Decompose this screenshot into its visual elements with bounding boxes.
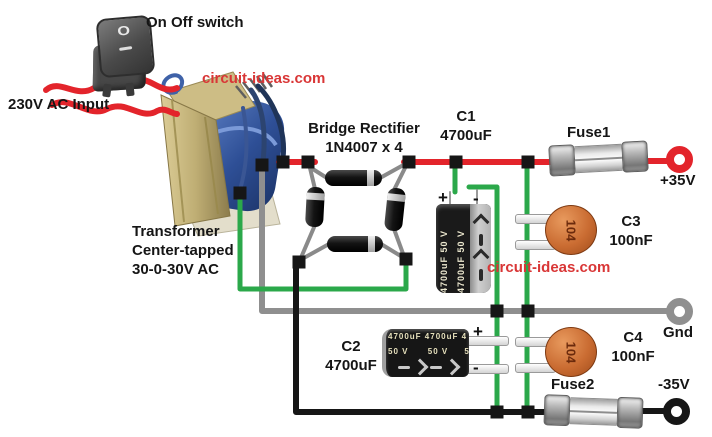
switch-pin <box>125 82 135 97</box>
c2-lead <box>465 336 509 346</box>
c1-value: 4700uF <box>440 127 492 144</box>
bridge-label-line2: 1N4007 x 4 <box>325 139 403 156</box>
c2-marking-row1: 4700uF 4700uF 4 <box>388 332 468 341</box>
c2-value: 4700uF <box>325 357 377 374</box>
transformer-label-line3: 30-0-30V AC <box>132 261 219 278</box>
negative-output-label: -35V <box>658 376 690 393</box>
switch-on-marking <box>119 45 133 51</box>
transformer-label-line1: Transformer <box>132 223 220 240</box>
ac-neutral-wire <box>49 99 180 117</box>
diode-bottom <box>327 236 383 252</box>
positive-output-label: +35V <box>660 172 696 189</box>
ground-output-label: Gnd <box>663 324 693 341</box>
c1-designator: C1 <box>456 108 476 125</box>
switch-label: On Off switch <box>146 14 244 31</box>
c3-label: C3 100nF <box>598 212 664 250</box>
c1-marking: 4700uF 50 V <box>456 229 466 293</box>
diode-left <box>304 186 326 228</box>
c2-label: C2 4700uF <box>316 337 386 375</box>
ground-terminal-ring <box>666 298 693 325</box>
fuse1-component <box>548 140 649 177</box>
bridge-rectifier-label: Bridge Rectifier 1N4007 x 4 <box>298 119 430 157</box>
positive-terminal-ring <box>666 146 693 173</box>
c2-minus-sign: - <box>473 358 479 377</box>
c4-value: 100nF <box>611 348 655 365</box>
transformer-label-line2: Center-tapped <box>132 242 234 259</box>
c3-designator: C3 <box>621 213 641 230</box>
transformer-laminations <box>235 73 274 99</box>
ac-input-label: 230V AC Input <box>8 96 110 113</box>
watermark-middle: circuit-ideas.com <box>487 259 611 276</box>
c2-designator: C2 <box>341 338 361 355</box>
c1-minus-sign: - <box>473 189 479 208</box>
fuse2-label: Fuse2 <box>551 376 595 393</box>
c1-marking: 4700uF 50 V <box>439 229 449 293</box>
capacitor-c1-body: 4700uF 50 V 4700uF 50 V <box>436 204 491 293</box>
capacitor-c3-body: 104 <box>545 205 597 255</box>
c4-label: C4 100nF <box>600 328 666 366</box>
c1-label: C1 4700uF <box>428 107 504 145</box>
c1-vent-stripe <box>470 204 491 293</box>
fuse-cap <box>548 144 576 177</box>
fuse-cap <box>543 394 571 427</box>
fuse1-label: Fuse1 <box>567 124 611 141</box>
capacitor-c2-body: 4700uF 4700uF 4 50 V 50 V 5 <box>382 329 469 377</box>
junction-dots <box>233 155 535 419</box>
diode-top <box>325 170 382 186</box>
fuse-glass <box>569 397 618 426</box>
c3-value: 100nF <box>609 232 653 249</box>
bridge-label-line1: Bridge Rectifier <box>308 120 420 137</box>
watermark-top: circuit-ideas.com <box>202 70 326 87</box>
center-tap-wire <box>237 193 409 292</box>
transformer-core-front <box>160 94 231 227</box>
negative-rail <box>293 261 556 415</box>
c2-lead <box>465 364 509 374</box>
transformer-label: Transformer Center-tapped 30-0-30V AC <box>132 222 307 279</box>
fuse-glass <box>574 143 623 174</box>
c2-plus-sign: + <box>473 322 483 341</box>
fuse2-component <box>543 394 644 429</box>
capacitor-c4-body: 104 <box>545 327 597 377</box>
negative-terminal-ring <box>663 398 690 425</box>
c2-vent-marks <box>388 358 467 376</box>
c4-designator: C4 <box>623 329 643 346</box>
c4-marking: 104 <box>563 341 579 363</box>
c2-marking-row2: 50 V 50 V 5 <box>388 346 469 356</box>
fuse-cap <box>616 396 644 429</box>
c1-plus-sign: + <box>438 188 448 207</box>
switch-off-marking: O <box>117 22 132 39</box>
fuse-cap <box>621 140 649 173</box>
c3-marking: 104 <box>563 219 579 241</box>
